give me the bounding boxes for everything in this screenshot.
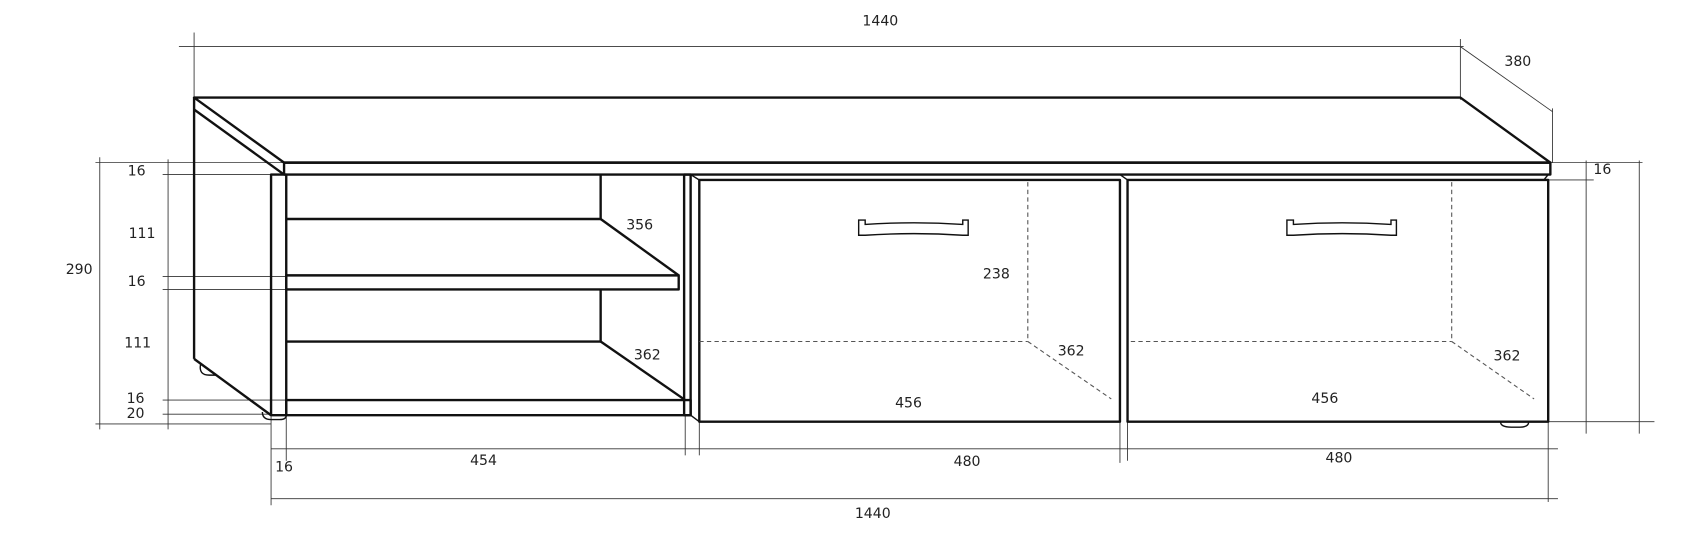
shelf-thickness-label: 16: [128, 274, 146, 290]
divider-panel: [682, 173, 692, 417]
side-thickness-label: 16: [275, 459, 293, 475]
drawer-1-inner-width-label: 456: [895, 395, 922, 411]
lower-shelf-depth-label: 362: [634, 348, 661, 364]
drawer-2-width-label: 480: [1326, 451, 1353, 467]
overall-width-top-label: 1440: [862, 14, 898, 30]
foot-left-back: [199, 364, 216, 376]
drawer-1-height-label: 238: [983, 266, 1010, 282]
upper-gap-label: 111: [129, 226, 156, 242]
drawer-2: [1126, 178, 1550, 428]
drawer-2-inner-width-label: 456: [1311, 391, 1338, 407]
depth-label: 380: [1504, 54, 1531, 70]
middle-shelf: [285, 274, 680, 291]
bottom-board: [285, 398, 692, 417]
open-section-label: 454: [470, 453, 497, 469]
drawer-1: [698, 178, 1122, 423]
upper-shelf-depth-label: 356: [626, 218, 653, 234]
plinth-label: 20: [127, 406, 145, 422]
drawer-2-depth-label: 362: [1494, 349, 1521, 365]
drawer-2-handle: [1286, 219, 1398, 236]
dimension-labels: 1440 380 290 16 111 16 111 16 20 16 16 4…: [66, 14, 1612, 522]
foot-left-front: [261, 411, 287, 421]
drawer-1-width-label: 480: [954, 454, 981, 470]
lower-gap-label: 111: [124, 336, 151, 352]
drawer-1-handle: [857, 219, 969, 236]
dimension-lines: [95, 32, 1655, 506]
foot-right: [1499, 421, 1530, 428]
bottom-thickness-label: 16: [127, 391, 145, 407]
cabinet-body: [192, 96, 1552, 423]
right-top-thickness-label: 16: [1593, 162, 1611, 178]
height-label: 290: [66, 262, 93, 278]
drawer-1-depth-label: 362: [1058, 343, 1085, 359]
overall-width-bottom-label: 1440: [855, 506, 891, 522]
top-thickness-label: 16: [128, 163, 146, 179]
